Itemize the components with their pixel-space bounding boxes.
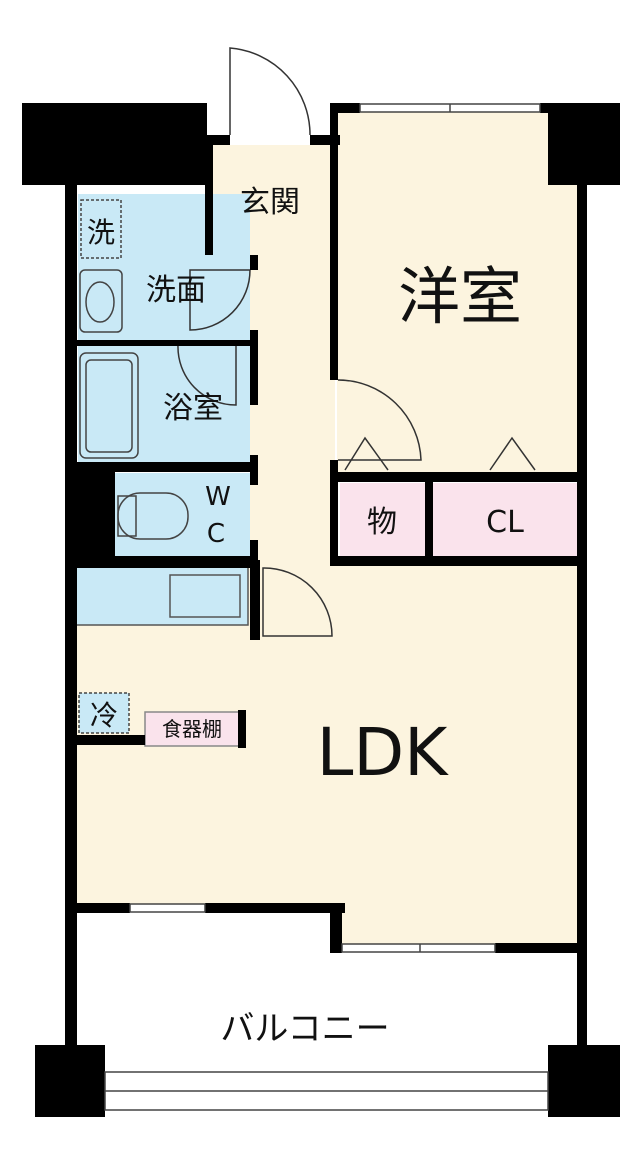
western-room-area[interactable]: [337, 108, 577, 473]
storage-label: 物: [367, 505, 397, 540]
ldk-door[interactable]: [262, 567, 333, 637]
wall-top-entrance-r: [310, 135, 340, 145]
fixtures: [78, 199, 241, 747]
wall-toilet-block: [70, 470, 115, 565]
wall-entrance-western: [330, 105, 338, 255]
front-door[interactable]: [229, 47, 311, 136]
doors: [177, 47, 536, 637]
wall-top-entrance: [205, 135, 230, 145]
wall-bath-toilet: [70, 462, 255, 472]
labels: 玄関 洋室 洗面 浴室 W C 物 CL LDK バルコニー 洗 冷 食器棚: [87, 185, 524, 1049]
cupboard-label: 食器棚: [162, 717, 222, 741]
wall-ldk-bottom-left: [70, 903, 130, 913]
pillar-bottom-left: [35, 1045, 105, 1117]
hallway-area[interactable]: [250, 255, 335, 565]
balcony-label: バルコニー: [220, 1009, 389, 1049]
wall-hall-left: [250, 560, 260, 640]
wall-ldk-bottom-mid: [205, 903, 345, 913]
bath-door[interactable]: [177, 344, 237, 406]
wall-wet-right-c: [250, 455, 258, 485]
room-fills: [72, 108, 578, 950]
cupboard-box: [144, 711, 241, 747]
wall-wet-right-d: [250, 540, 258, 565]
wall-storage-divider: [425, 480, 433, 560]
washbasin-bowl: [85, 281, 115, 323]
wall-ldk-top-left: [70, 560, 260, 568]
entrance-label: 玄関: [240, 185, 300, 220]
bathtub-inner: [85, 359, 133, 453]
washer-space: [80, 199, 122, 259]
toilet-c-label: C: [207, 519, 225, 549]
fridge-space: [78, 692, 130, 734]
toilet-w-label: W: [205, 482, 231, 512]
wall-western-left-a: [330, 255, 338, 380]
wall-wet-right-a: [250, 255, 258, 270]
wall-left: [65, 180, 77, 1050]
window-ldk-right: [341, 943, 496, 953]
wall-ldk-bottom-right: [495, 943, 580, 953]
bathtub-icon: [79, 352, 139, 459]
window-ldk-left: [129, 903, 206, 913]
toilet-icon: [117, 492, 189, 540]
storage-door[interactable]: [344, 436, 389, 471]
wall-right: [577, 180, 587, 1050]
windows: [104, 103, 549, 1111]
sink: [169, 574, 241, 618]
wall-entrance-left: [205, 140, 213, 255]
bath-label: 浴室: [163, 391, 223, 426]
washroom-label: 洗面: [146, 273, 206, 308]
wall-cupboard: [70, 735, 145, 745]
wall-cupboard-end: [238, 710, 246, 748]
toilet-tank: [117, 495, 137, 537]
wall-top-western: [330, 103, 360, 113]
western-room-label: 洋室: [398, 260, 522, 333]
wall-ldk-bottom-step: [330, 903, 342, 953]
storage-area[interactable]: [340, 483, 425, 556]
ldk-area-lower: [335, 905, 578, 950]
wall-ldk-top: [330, 556, 580, 566]
wall-wet-right-b: [250, 330, 258, 405]
closet-label: CL: [486, 505, 524, 540]
washroom-door[interactable]: [189, 269, 251, 331]
western-room-door[interactable]: [337, 379, 422, 461]
closet-door[interactable]: [489, 436, 536, 471]
ldk-label: LDK: [317, 714, 450, 791]
closet-area[interactable]: [433, 483, 578, 556]
wall-top-western-r: [540, 103, 555, 113]
fridge-label: 冷: [90, 699, 118, 732]
pillar-bottom-right: [548, 1045, 620, 1117]
washer-label: 洗: [87, 216, 115, 249]
walls: [22, 103, 620, 1117]
wall-storage-top: [330, 472, 580, 482]
pillar-top-left: [22, 103, 207, 185]
wall-wash-bath: [70, 340, 255, 346]
wall-western-left-b: [330, 460, 338, 565]
pillar-top-right: [548, 103, 620, 185]
